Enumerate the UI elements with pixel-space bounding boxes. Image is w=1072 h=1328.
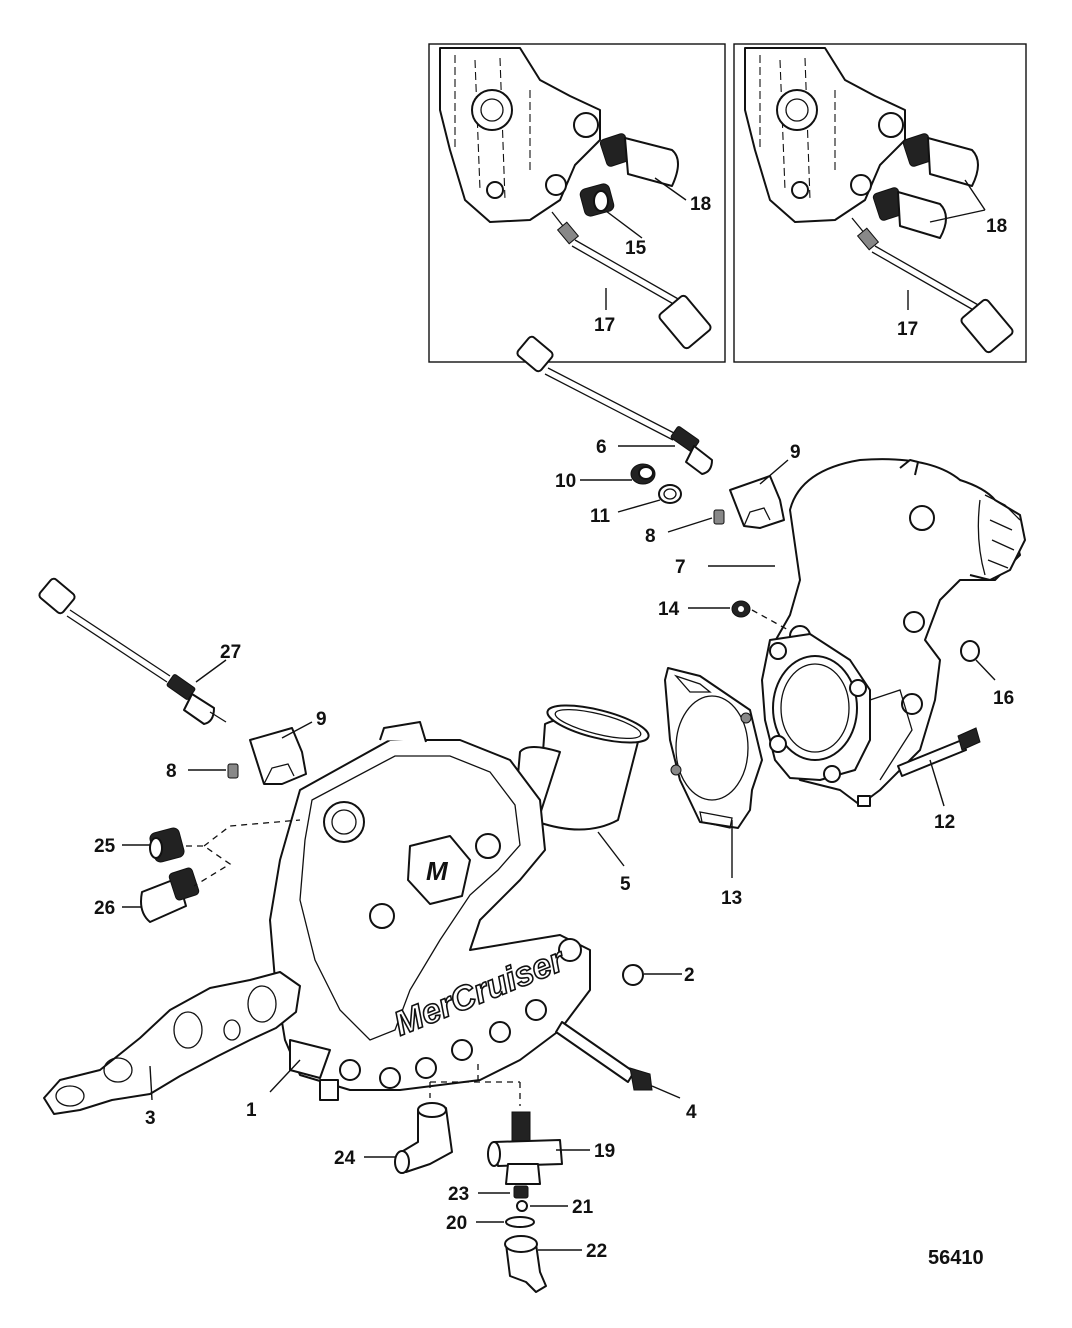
callout-17-right: 17 <box>897 319 918 340</box>
part-21-ball: 21 <box>516 1197 594 1218</box>
part-19-tee-fitting: 19 <box>487 1111 615 1185</box>
part-27-oxygen-sensor: 27 <box>38 577 241 725</box>
part-8-bolt-upper: 8 <box>645 509 725 547</box>
part-18-fitting-a <box>902 133 979 187</box>
svg-text:M: M <box>426 856 449 886</box>
figure-number: 56410 <box>928 1247 984 1269</box>
callout-20: 20 <box>446 1213 467 1234</box>
callout-3: 3 <box>145 1108 156 1129</box>
part-26-fitting: 26 <box>94 867 200 923</box>
guide-to-manifold <box>203 819 301 847</box>
part-6-oxygen-sensor: 6 <box>516 335 713 475</box>
callout-25: 25 <box>94 836 116 857</box>
callout-13: 13 <box>721 888 742 909</box>
callout-8-lower: 8 <box>166 761 177 782</box>
callout-26: 26 <box>94 898 115 919</box>
guide-fittings <box>429 1064 521 1106</box>
callout-12: 12 <box>934 812 955 833</box>
callout-27: 27 <box>220 642 241 663</box>
part-1-exhaust-manifold: M MerCruiser 1 <box>246 721 591 1121</box>
part-25-nut: 25 <box>94 827 185 863</box>
part-13-gasket: 13 <box>664 667 763 909</box>
part-7-exhaust-elbow: 7 <box>675 458 1026 807</box>
inset-right: 18 17 <box>733 43 1027 363</box>
callout-24: 24 <box>334 1148 356 1169</box>
callout-14: 14 <box>658 599 680 620</box>
part-24-elbow: 24 <box>334 1102 453 1174</box>
part-18-fitting <box>599 133 679 187</box>
callout-7: 7 <box>675 557 686 578</box>
callout-19: 19 <box>594 1141 615 1162</box>
callout-2: 2 <box>684 965 695 986</box>
part-17-sensor <box>551 211 712 350</box>
callout-11: 11 <box>590 506 611 527</box>
part-8-bolt-lower: 8 <box>166 761 239 782</box>
callout-5: 5 <box>620 874 631 895</box>
part-15-nut <box>579 183 615 217</box>
callout-23: 23 <box>448 1184 469 1205</box>
callout-1: 1 <box>246 1100 257 1121</box>
part-20-o-ring: 20 <box>446 1213 535 1234</box>
callout-9-upper: 9 <box>790 442 801 463</box>
part-14-nut: 14 <box>658 599 793 633</box>
part-2-plug: 2 <box>622 964 695 986</box>
callout-15: 15 <box>625 238 647 259</box>
part-16-plug: 16 <box>960 640 1014 709</box>
part-22-drain-cap: 22 <box>504 1235 607 1293</box>
callout-17-left: 17 <box>594 315 615 336</box>
part-12-bolt: 12 <box>897 727 981 833</box>
callout-22: 22 <box>586 1241 607 1262</box>
part-10-plug: 10 <box>555 463 656 492</box>
inset-left: 18 15 17 <box>428 43 726 363</box>
callout-8-upper: 8 <box>645 526 656 547</box>
callout-16: 16 <box>993 688 1014 709</box>
part-9-heat-shield-lower: 9 <box>249 709 327 785</box>
guide-25-26 <box>186 845 232 887</box>
part-23-fitting: 23 <box>448 1184 529 1205</box>
part-11-washer: 11 <box>590 484 682 527</box>
callout-4: 4 <box>686 1102 697 1123</box>
callout-18-left: 18 <box>690 194 711 215</box>
callout-9-lower: 9 <box>316 709 327 730</box>
part-18-fitting-b <box>872 187 947 239</box>
part-9-heat-shield-upper: 9 <box>729 442 801 529</box>
part-3-manifold-gasket: 3 <box>43 971 301 1129</box>
callout-6: 6 <box>596 437 607 458</box>
callout-10: 10 <box>555 471 576 492</box>
callout-18-right: 18 <box>986 216 1007 237</box>
callout-21: 21 <box>572 1197 594 1218</box>
part-4-bolt: 4 <box>555 1021 697 1123</box>
part-17-sensor-right <box>851 217 1014 354</box>
